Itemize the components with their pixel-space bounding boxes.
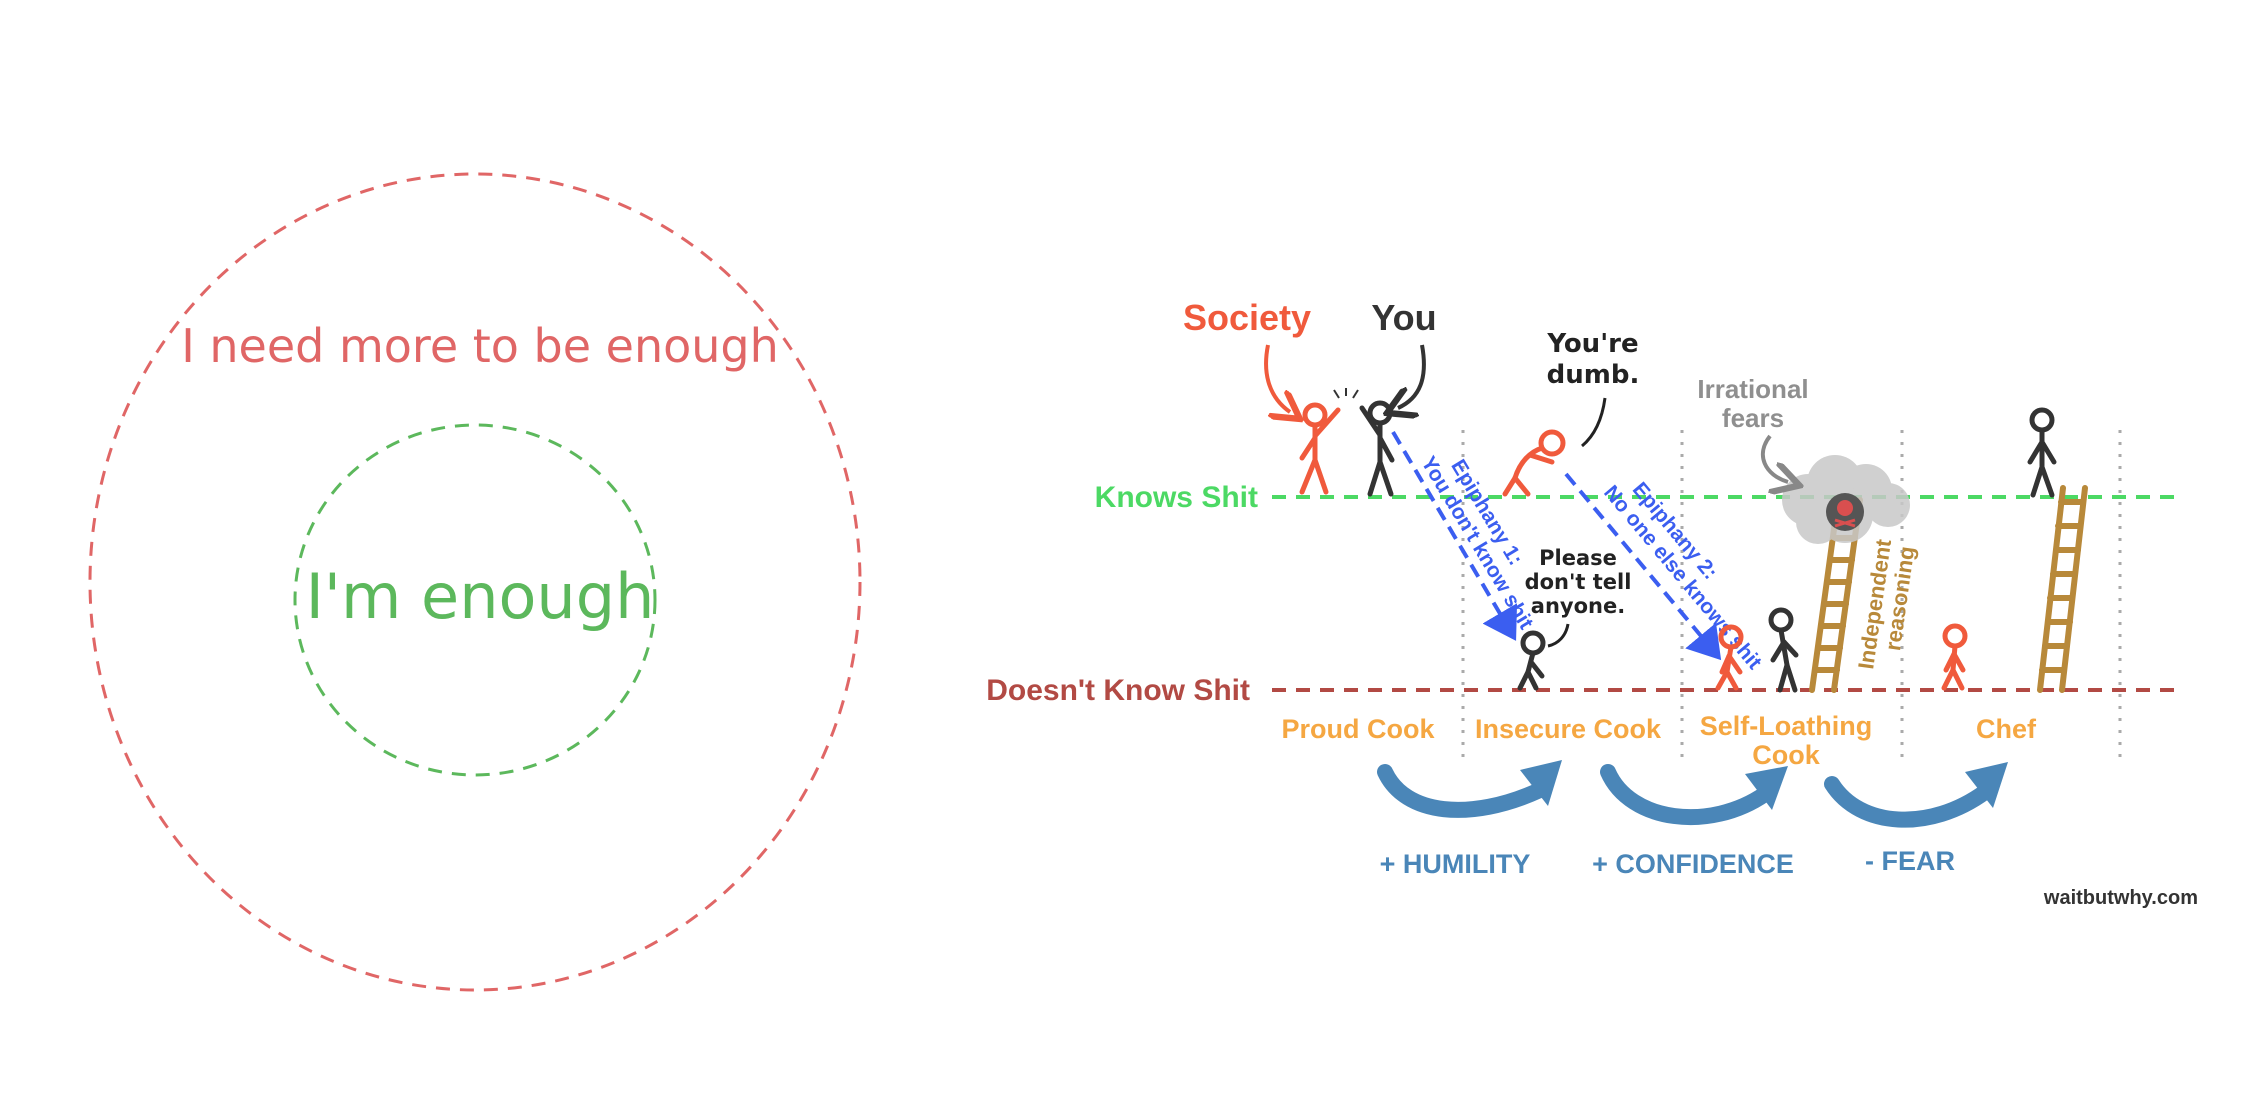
chef-figure: [2030, 410, 2054, 495]
enough-circles: I need more to be enough I'm enough: [90, 174, 860, 990]
speech-please-tail: [1548, 624, 1568, 646]
mocking-society-figure: [1505, 432, 1563, 494]
you-pointer-arrow: [1398, 345, 1424, 408]
doesnt-know-label: Doesn't Know Shit: [986, 674, 1250, 707]
speech-please-line1: Please: [1539, 546, 1617, 570]
chef-ladder: [2040, 488, 2085, 690]
transition-humility: + HUMILITY: [1380, 849, 1531, 879]
high-five-spark-icon: [1334, 388, 1358, 398]
independent-reasoning-label: Independent reasoning: [1853, 537, 1920, 674]
irrational-fears-arrow: [1763, 436, 1788, 482]
irrational-fears-line2: fears: [1722, 403, 1784, 433]
chef-stage-society-figure: [1944, 626, 1965, 688]
stage-label-self-loathing: Self-Loathing: [1700, 711, 1872, 741]
speech-dumb-line1: You're: [1546, 329, 1638, 359]
speech-please-line3: anyone.: [1531, 594, 1625, 618]
transition-fear: - FEAR: [1865, 846, 1955, 876]
stage-label-self-loathing-cook: Cook: [1752, 740, 1820, 770]
cook-chef-diagram: Knows Shit Doesn't Know Shit Society You: [986, 297, 2198, 909]
transition-arrows: [1385, 772, 1985, 820]
society-figure: [1302, 405, 1338, 492]
stage-label-insecure-cook: Insecure Cook: [1475, 714, 1662, 744]
you-label: You: [1371, 297, 1436, 338]
insecure-cook-figure: [1520, 633, 1543, 688]
society-pointer-arrow: [1266, 345, 1290, 412]
speech-please-line2: don't tell: [1525, 570, 1632, 594]
you-figure: [1362, 403, 1392, 494]
self-loathing-cook-figure: [1771, 610, 1796, 690]
outer-circle-label: I need more to be enough: [181, 319, 779, 373]
transition-confidence: + CONFIDENCE: [1592, 849, 1794, 879]
credit-text: waitbutwhy.com: [2043, 887, 2198, 909]
skull-icon: [1826, 493, 1864, 531]
knows-label: Knows Shit: [1095, 481, 1258, 514]
society-label: Society: [1183, 297, 1311, 338]
speech-dumb-line2: dumb.: [1547, 360, 1640, 390]
speech-dumb-tail: [1582, 398, 1605, 446]
stage-label-proud-cook: Proud Cook: [1282, 714, 1436, 744]
inner-circle-label: I'm enough: [306, 560, 655, 633]
irrational-fears-line1: Irrational: [1697, 374, 1808, 404]
stage-label-chef: Chef: [1976, 714, 2037, 744]
